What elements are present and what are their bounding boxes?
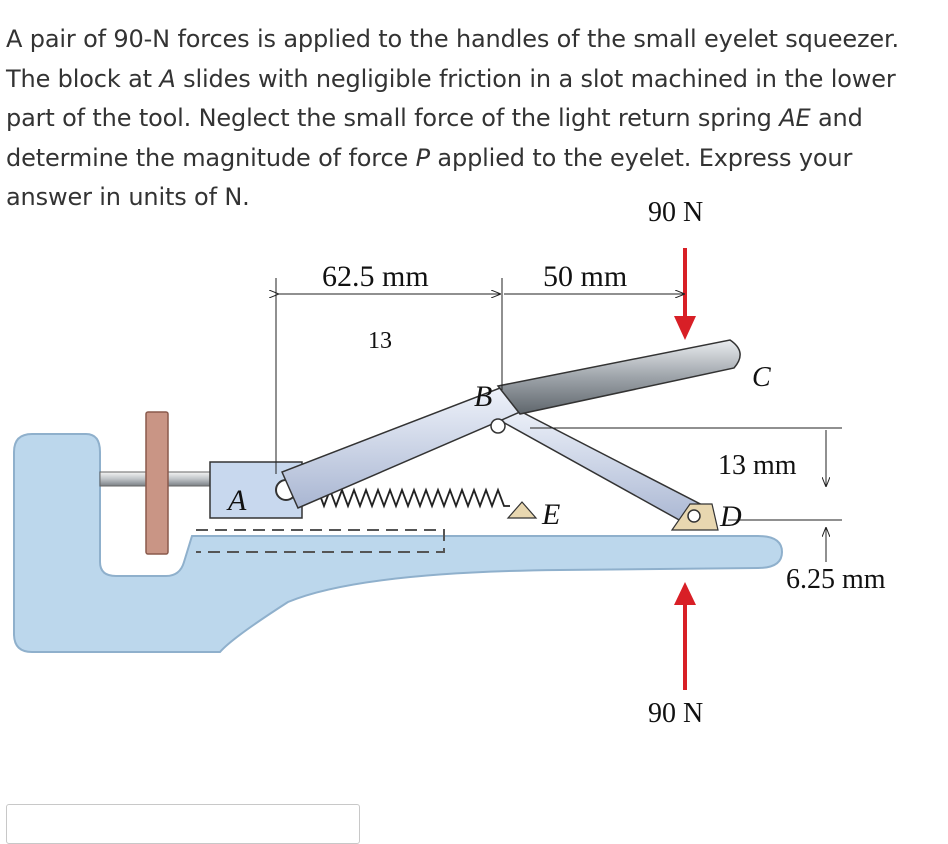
adjust-wheel xyxy=(145,411,169,555)
label-force-top: 90 N xyxy=(648,197,703,228)
handle xyxy=(496,339,741,415)
label-a: A xyxy=(226,484,247,517)
question-part-2: slides with negligible friction in a slo… xyxy=(6,64,896,133)
slot-outline xyxy=(196,529,445,553)
pin-b xyxy=(490,418,506,434)
label-13: 13 xyxy=(368,328,392,354)
label-c: C xyxy=(752,362,771,393)
label-force-bottom: 90 N xyxy=(648,698,703,729)
var-a: A xyxy=(159,64,176,93)
label-dim-bc: 50 mm xyxy=(543,260,627,293)
var-p: P xyxy=(415,143,430,172)
question-text: A pair of 90-N forces is applied to the … xyxy=(6,20,936,218)
question-part-4: applied to the eyelet. Express your answ… xyxy=(6,143,853,212)
eyelet-squeezer-figure: 90 N 62.5 mm 50 mm 13 B C 13 mm A E D 6.… xyxy=(13,197,886,729)
label-d: D xyxy=(719,500,742,533)
question-part-3: and determine the magnitude of force xyxy=(6,104,863,172)
tool-base xyxy=(13,433,784,653)
force-arrowhead-bottom xyxy=(674,582,696,605)
return-spring xyxy=(300,487,510,509)
label-dim-small: 6.25 mm xyxy=(786,564,886,595)
pin-e xyxy=(506,501,538,519)
label-b: B xyxy=(474,380,492,413)
label-dim-vertical: 13 mm xyxy=(718,450,797,481)
pin-d-hole xyxy=(687,509,701,523)
question-part-1: A pair of 90-N forces is applied to the … xyxy=(6,25,899,93)
label-e: E xyxy=(541,498,560,531)
var-ae: AE xyxy=(779,104,811,132)
label-dim-ab: 62.5 mm xyxy=(322,260,429,293)
force-arrowhead-top xyxy=(674,316,696,340)
answer-input[interactable] xyxy=(6,804,360,844)
